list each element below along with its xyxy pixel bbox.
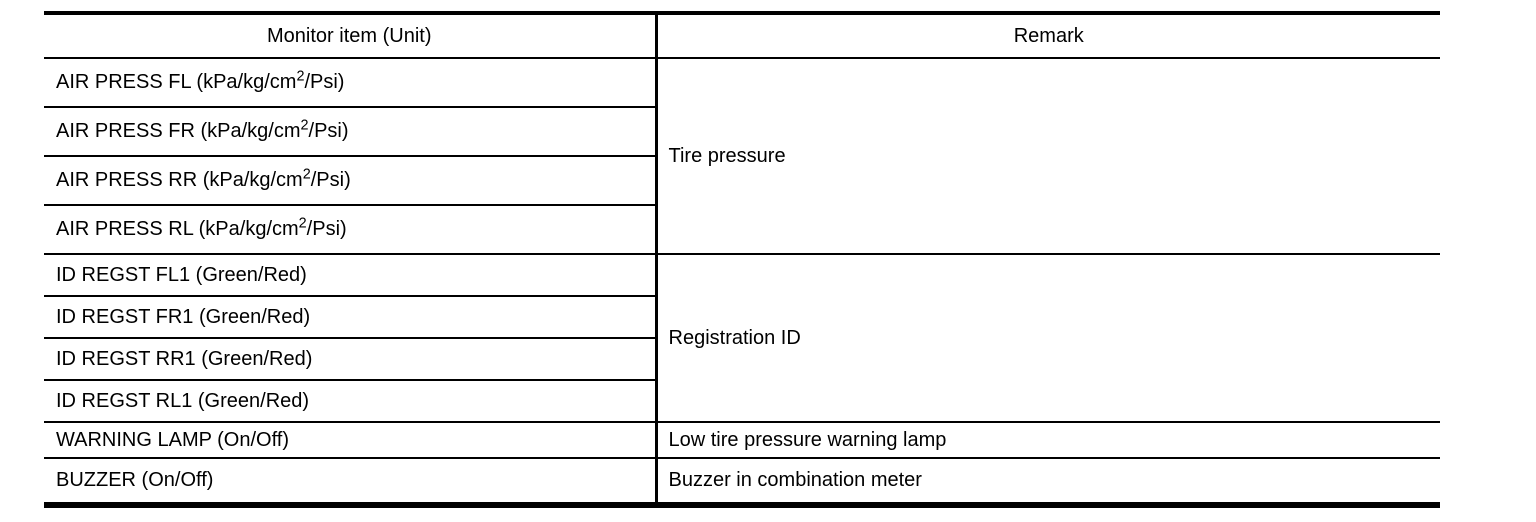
table-row: AIR PRESS RR (kPa/kg/cm2/Psi) [44, 155, 1440, 205]
monitor-item-air-press-fl: AIR PRESS FL (kPa/kg/cm2/Psi) [44, 57, 658, 107]
item-text: AIR PRESS RR (kPa/kg/cm [56, 169, 303, 191]
table-row: AIR PRESS RL (kPa/kg/cm2/Psi) [44, 204, 1440, 254]
item-text: /Psi) [310, 169, 351, 191]
item-text: AIR PRESS FL (kPa/kg/cm [56, 71, 297, 93]
remark-warning-lamp: Low tire pressure warning lamp [654, 421, 1440, 458]
monitor-item-air-press-rr: AIR PRESS RR (kPa/kg/cm2/Psi) [44, 155, 658, 205]
monitor-item-buzzer: BUZZER (On/Off) [44, 457, 658, 505]
table-row: WARNING LAMP (On/Off) Low tire pressure … [44, 421, 1440, 458]
item-text: /Psi) [306, 218, 347, 240]
monitor-item-id-regst-fr1: ID REGST FR1 (Green/Red) [44, 295, 658, 338]
monitor-item-header: Monitor item (Unit) [44, 12, 658, 59]
remark-header: Remark [656, 12, 1440, 59]
table-row: ID REGST RR1 (Green/Red) [44, 337, 1440, 380]
monitor-item-id-regst-fl1: ID REGST FL1 (Green/Red) [44, 253, 658, 296]
item-text: AIR PRESS FR (kPa/kg/cm [56, 120, 301, 142]
superscript-2: 2 [296, 68, 305, 85]
item-text: /Psi) [304, 71, 345, 93]
item-text: AIR PRESS RL (kPa/kg/cm [56, 218, 299, 240]
remark-tire-pressure: Tire pressure [654, 57, 1440, 254]
monitor-item-warning-lamp: WARNING LAMP (On/Off) [44, 421, 658, 458]
header-row: Monitor item (Unit) Remark [44, 12, 1440, 59]
item-text: /Psi) [308, 120, 349, 142]
superscript-2: 2 [302, 166, 311, 183]
remark-buzzer: Buzzer in combination meter [654, 457, 1440, 505]
monitor-item-id-regst-rl1: ID REGST RL1 (Green/Red) [44, 379, 658, 422]
table-row: ID REGST RL1 (Green/Red) [44, 379, 1440, 422]
table-row: BUZZER (On/Off) Buzzer in combination me… [44, 457, 1440, 505]
remark-registration-id: Registration ID [654, 253, 1440, 422]
monitor-item-id-regst-rr1: ID REGST RR1 (Green/Red) [44, 337, 658, 380]
superscript-2: 2 [298, 215, 307, 232]
monitor-item-table: Monitor item (Unit) Remark AIR PRESS FL … [44, 11, 1440, 508]
table-row: AIR PRESS FR (kPa/kg/cm2/Psi) [44, 106, 1440, 156]
monitor-item-air-press-rl: AIR PRESS RL (kPa/kg/cm2/Psi) [44, 204, 658, 254]
table-row: ID REGST FR1 (Green/Red) [44, 295, 1440, 338]
table-row: ID REGST FL1 (Green/Red) Registration ID [44, 253, 1440, 422]
superscript-2: 2 [300, 117, 309, 134]
monitor-item-air-press-fr: AIR PRESS FR (kPa/kg/cm2/Psi) [44, 106, 658, 156]
table-row: AIR PRESS FL (kPa/kg/cm2/Psi) Tire press… [44, 57, 1440, 254]
